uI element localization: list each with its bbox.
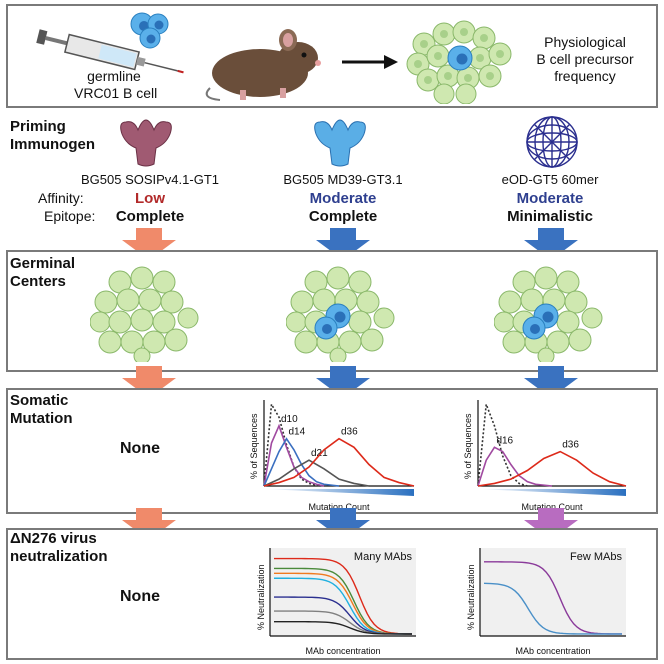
arrow-down-icon bbox=[122, 508, 176, 540]
mutation-gradient-bar bbox=[264, 489, 414, 496]
y-axis-label: % of Sequences bbox=[249, 413, 259, 479]
series-line-d16 bbox=[477, 446, 553, 487]
series-label-d14: d14 bbox=[289, 427, 306, 438]
arrow-down-icon bbox=[524, 366, 578, 398]
series-line-d14 bbox=[263, 437, 340, 487]
series-line-d21 bbox=[263, 459, 370, 487]
arrow-down-icon bbox=[316, 508, 370, 540]
arrow-down-icon bbox=[524, 228, 578, 260]
arrow-down-icon bbox=[316, 366, 370, 398]
germinal-center-icon bbox=[286, 266, 395, 362]
y-axis-label: % Neutralization bbox=[466, 564, 476, 630]
priming-title: Priming Immunogen bbox=[10, 118, 95, 153]
b-cell-cluster-icon bbox=[130, 12, 169, 49]
plot-background bbox=[480, 548, 626, 636]
neutralization-curve bbox=[273, 557, 413, 635]
series-line-d10 bbox=[263, 423, 325, 487]
x-axis-label: MAb concentration bbox=[305, 646, 380, 656]
syringe-icon bbox=[36, 29, 184, 74]
neutralization-curve bbox=[483, 582, 623, 635]
series-label-d16: d16 bbox=[496, 435, 513, 446]
neutralization-title: ΔN276 virus neutralization bbox=[10, 530, 108, 565]
immunogen-name: BG505 SOSIPv4.1-GT1 bbox=[80, 172, 219, 187]
arrow-down-icon bbox=[122, 228, 176, 260]
x-axis-label: Mutation Count bbox=[521, 502, 583, 512]
affinity-value: Moderate bbox=[516, 190, 584, 207]
germline-label: germline VRC01 B cell bbox=[74, 68, 158, 101]
series-label-d21: d21 bbox=[311, 448, 328, 459]
neutralization-none: None bbox=[120, 588, 160, 605]
series-line-d36 bbox=[263, 437, 415, 487]
somatic-none: None bbox=[120, 440, 160, 457]
chart-title: Many MAbs bbox=[354, 551, 413, 563]
nanoparticle-icon bbox=[526, 116, 578, 168]
x-axis-label: Mutation Count bbox=[308, 502, 370, 512]
series-label-d36: d36 bbox=[341, 427, 358, 438]
physiological-label: Physiological B cell precursor frequency bbox=[536, 34, 634, 84]
cell-cluster-icon bbox=[406, 20, 512, 104]
immunogen-name: eOD-GT5 60mer bbox=[501, 172, 599, 187]
epitope-value: Complete bbox=[308, 208, 378, 225]
affinity-label: Affinity: bbox=[38, 190, 84, 206]
arrow-right-icon bbox=[342, 55, 398, 69]
chart-title: Few MAbs bbox=[570, 551, 622, 563]
y-axis-label: % of Sequences bbox=[463, 413, 473, 479]
germinal-center-icon bbox=[90, 266, 199, 362]
epitope-label: Epitope: bbox=[44, 208, 96, 224]
mouse-icon bbox=[205, 29, 321, 101]
germinal-title: Germinal Centers bbox=[10, 255, 76, 290]
epitope-value: Complete bbox=[115, 208, 185, 225]
mutation-gradient-bar bbox=[478, 489, 626, 496]
trimer-icon bbox=[120, 119, 172, 167]
series-label-d36: d36 bbox=[562, 440, 579, 451]
y-axis-label: % Neutralization bbox=[256, 564, 266, 630]
arrow-down-icon bbox=[524, 508, 578, 540]
arrow-down-icon bbox=[316, 228, 370, 260]
series-line-d8 bbox=[477, 404, 528, 487]
immunogen-name: BG505 MD39-GT3.1 bbox=[283, 172, 403, 187]
epitope-value: Minimalistic bbox=[507, 208, 593, 225]
neutralization-curve bbox=[273, 621, 413, 635]
arrow-down-icon bbox=[122, 366, 176, 398]
x-axis-label: MAb concentration bbox=[515, 646, 590, 656]
series-label-d10: d10 bbox=[281, 414, 298, 425]
affinity-value: Moderate bbox=[309, 190, 377, 207]
affinity-value: Low bbox=[135, 190, 165, 207]
series-line-d36 bbox=[477, 450, 627, 487]
germinal-center-icon bbox=[494, 266, 603, 362]
trimer-icon bbox=[314, 119, 366, 167]
somatic-title: Somatic Mutation bbox=[10, 392, 73, 427]
